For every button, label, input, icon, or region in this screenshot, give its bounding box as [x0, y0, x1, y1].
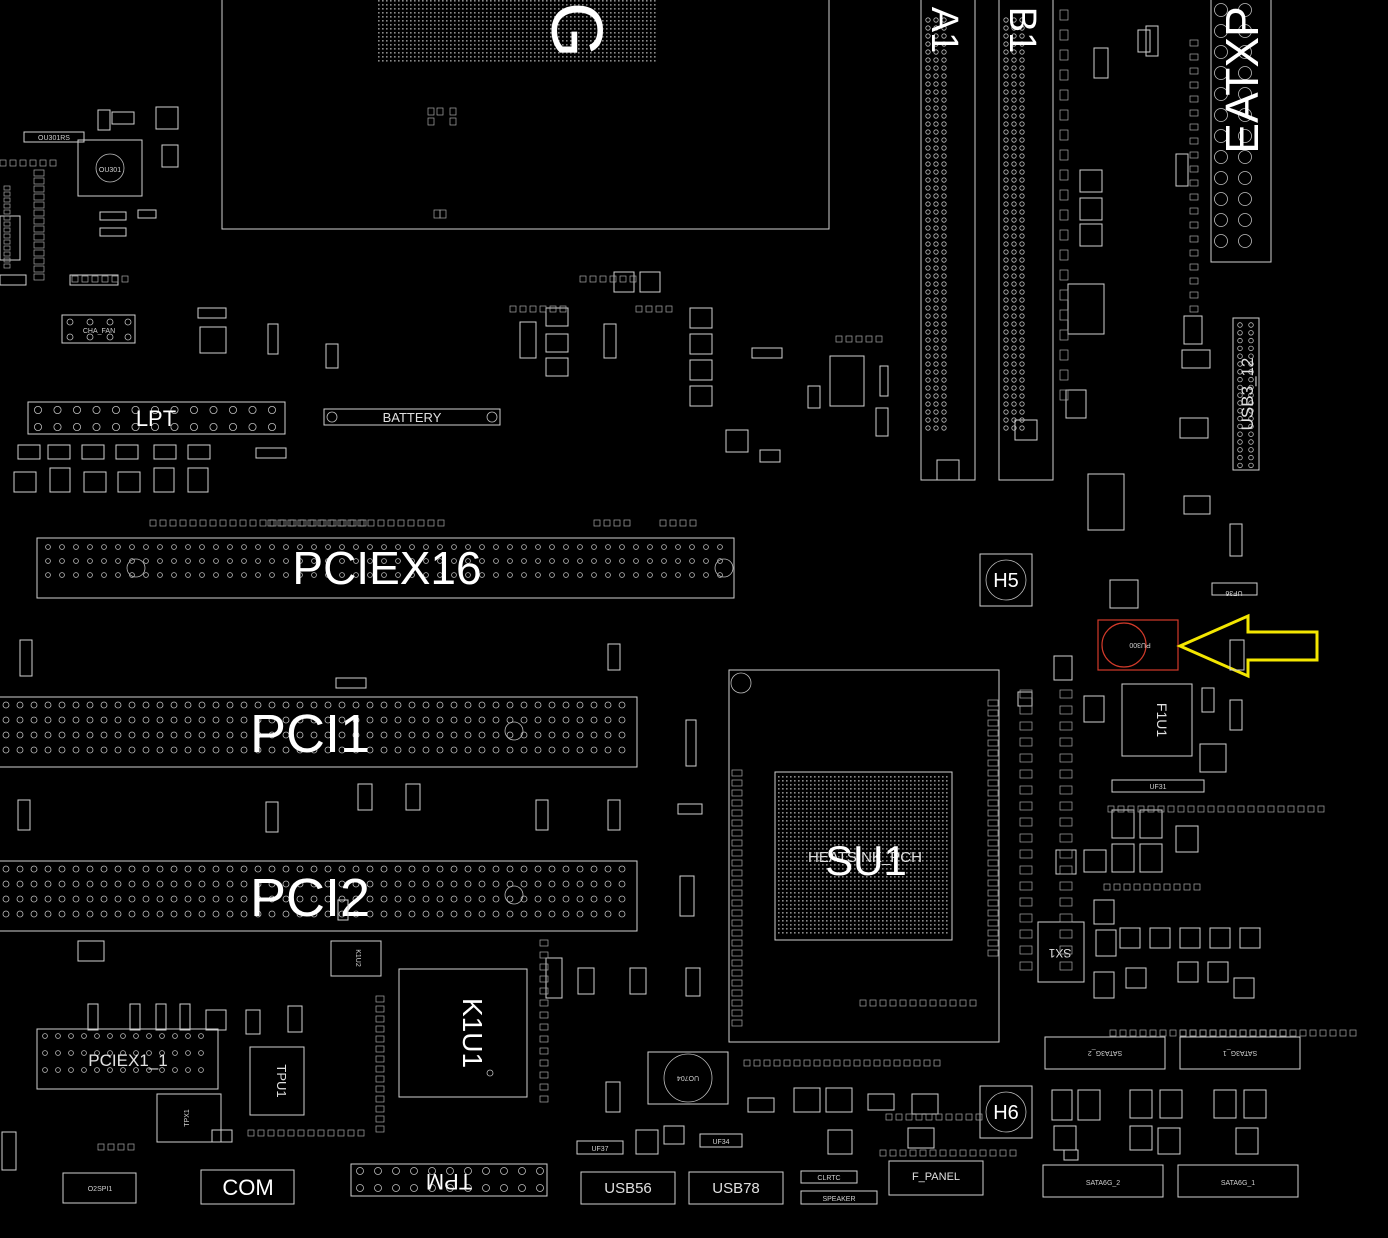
- lpt-label: LPT: [136, 406, 176, 431]
- pu300-highlighted[interactable]: PU300: [1097, 619, 1179, 671]
- pu300-label: PU300: [1129, 641, 1151, 648]
- f1u1-chip: F1U1: [1121, 683, 1193, 757]
- lpt-header: LPT: [27, 401, 286, 435]
- sata6g-2-label: SATA6G_2: [1086, 1180, 1120, 1187]
- sata6g-1-connector: SATA6G_1: [1177, 1164, 1299, 1198]
- clrtc-label: CLRTC: [817, 1175, 840, 1182]
- uf37-label: UF37: [591, 1146, 608, 1153]
- k1u2-label: K1U2: [354, 949, 361, 967]
- dimm-slot-a1: A1: [920, 0, 976, 481]
- usb78-label: USB78: [712, 1180, 760, 1197]
- k1u1-label: K1U1: [457, 998, 488, 1068]
- h5-label: H5: [993, 570, 1019, 592]
- usb56-header: USB56: [580, 1171, 676, 1205]
- sata3g-2-label: SATA3G_2: [1088, 1049, 1122, 1056]
- uf34-label: UF34: [712, 1139, 729, 1146]
- pci2-slot: PCI2: [0, 860, 638, 932]
- f-panel-header: F_PANEL: [888, 1160, 984, 1196]
- com-label: COM: [222, 1175, 273, 1200]
- h6-mounting-hole: H6: [979, 1085, 1033, 1139]
- usb78-header: USB78: [688, 1171, 784, 1205]
- dimm-slot-b1: B1: [998, 0, 1054, 481]
- uf31-part: UF31: [1111, 779, 1205, 793]
- su1-label: SU1: [825, 837, 907, 884]
- cha-fan-label: CHA_FAN: [83, 328, 115, 335]
- usb56-label: USB56: [604, 1180, 652, 1197]
- sata6g-2-connector: SATA6G_2: [1042, 1164, 1164, 1198]
- com-header: COM: [200, 1169, 295, 1205]
- pci1-slot: PCI1: [0, 696, 638, 768]
- misc-components: [0, 9, 1357, 1171]
- tpx1-label: TPX1: [184, 1109, 191, 1127]
- uf36-label: UF36: [1225, 589, 1242, 596]
- k1u1-chip: K1U1: [398, 968, 528, 1098]
- eatx-power-connector: EATXP: [1210, 0, 1272, 263]
- tpu1-label: TPU1: [274, 1064, 289, 1097]
- o2spi1-label: O2SPI1: [88, 1186, 113, 1193]
- su1-pch-chip: HEATSINK_PCH SU1: [728, 669, 1000, 1043]
- pciex1-1-label: PCIEX1_1: [88, 1051, 167, 1070]
- dimm-a1-label: A1: [923, 7, 965, 53]
- usb3-12-label: USB3_12: [1238, 358, 1257, 431]
- pci1-label: PCI1: [250, 704, 370, 764]
- dimm-b1-label: B1: [1001, 7, 1043, 53]
- uf34-part: UF34: [699, 1133, 743, 1148]
- cha-fan-header: CHA_FAN: [61, 314, 136, 344]
- sata3g-1-label: SATA3G_1: [1223, 1049, 1257, 1056]
- battery-label: BATTERY: [383, 410, 442, 425]
- f1u1-label: F1U1: [1154, 703, 1170, 737]
- speaker-label: SPEAKER: [822, 1196, 855, 1203]
- uf31-label: UF31: [1149, 784, 1166, 791]
- k1u2-chip: K1U2: [330, 940, 382, 977]
- cpu-socket-label: LG: [536, 0, 616, 58]
- usb3-12-header: USB3_12: [1232, 317, 1260, 471]
- o2spi1-header: O2SPI1: [62, 1172, 137, 1204]
- pci2-label: PCI2: [250, 868, 370, 928]
- tpx1-crystal: TPX1: [156, 1093, 222, 1143]
- battery-holder: BATTERY: [323, 408, 501, 426]
- f-panel-label: F_PANEL: [912, 1171, 960, 1183]
- h6-label: H6: [993, 1102, 1019, 1124]
- tpu1-chip: TPU1: [249, 1046, 305, 1116]
- h5-mounting-hole: H5: [979, 553, 1033, 607]
- eatx-label: EATXP: [1216, 6, 1268, 153]
- uo704-capacitor: UO704: [647, 1051, 729, 1105]
- ou301rs-label: OU301RS: [38, 135, 70, 142]
- pciex1-1-slot: PCIEX1_1: [36, 1028, 219, 1090]
- uf37-part: UF37: [576, 1140, 624, 1155]
- pciex16-slot: PCIEX16: [36, 537, 735, 599]
- sata6g-1-label: SATA6G_1: [1221, 1180, 1255, 1187]
- sata3g-1-connector: SATA3G_1: [1179, 1036, 1301, 1070]
- ou301-chip: OU301 OU301RS: [23, 131, 143, 197]
- sata3g-2-connector: SATA3G_2: [1044, 1036, 1166, 1070]
- heatsink-label: HEATSINK_PCH: [808, 849, 922, 866]
- pciex16-label: PCIEX16: [292, 542, 481, 594]
- ou301-label: OU301: [99, 167, 121, 174]
- arrow-left-icon: [1176, 613, 1319, 679]
- speaker-header: SPEAKER: [800, 1190, 878, 1205]
- tpm-header: TPM: [350, 1163, 548, 1197]
- clrtc-jumper: CLRTC: [800, 1170, 858, 1184]
- uo704-label: UO704: [677, 1074, 699, 1081]
- tpm-label: TPM: [426, 1169, 472, 1194]
- cpu-socket: LG: [221, 0, 830, 230]
- uf36-part: UF36: [1211, 582, 1258, 596]
